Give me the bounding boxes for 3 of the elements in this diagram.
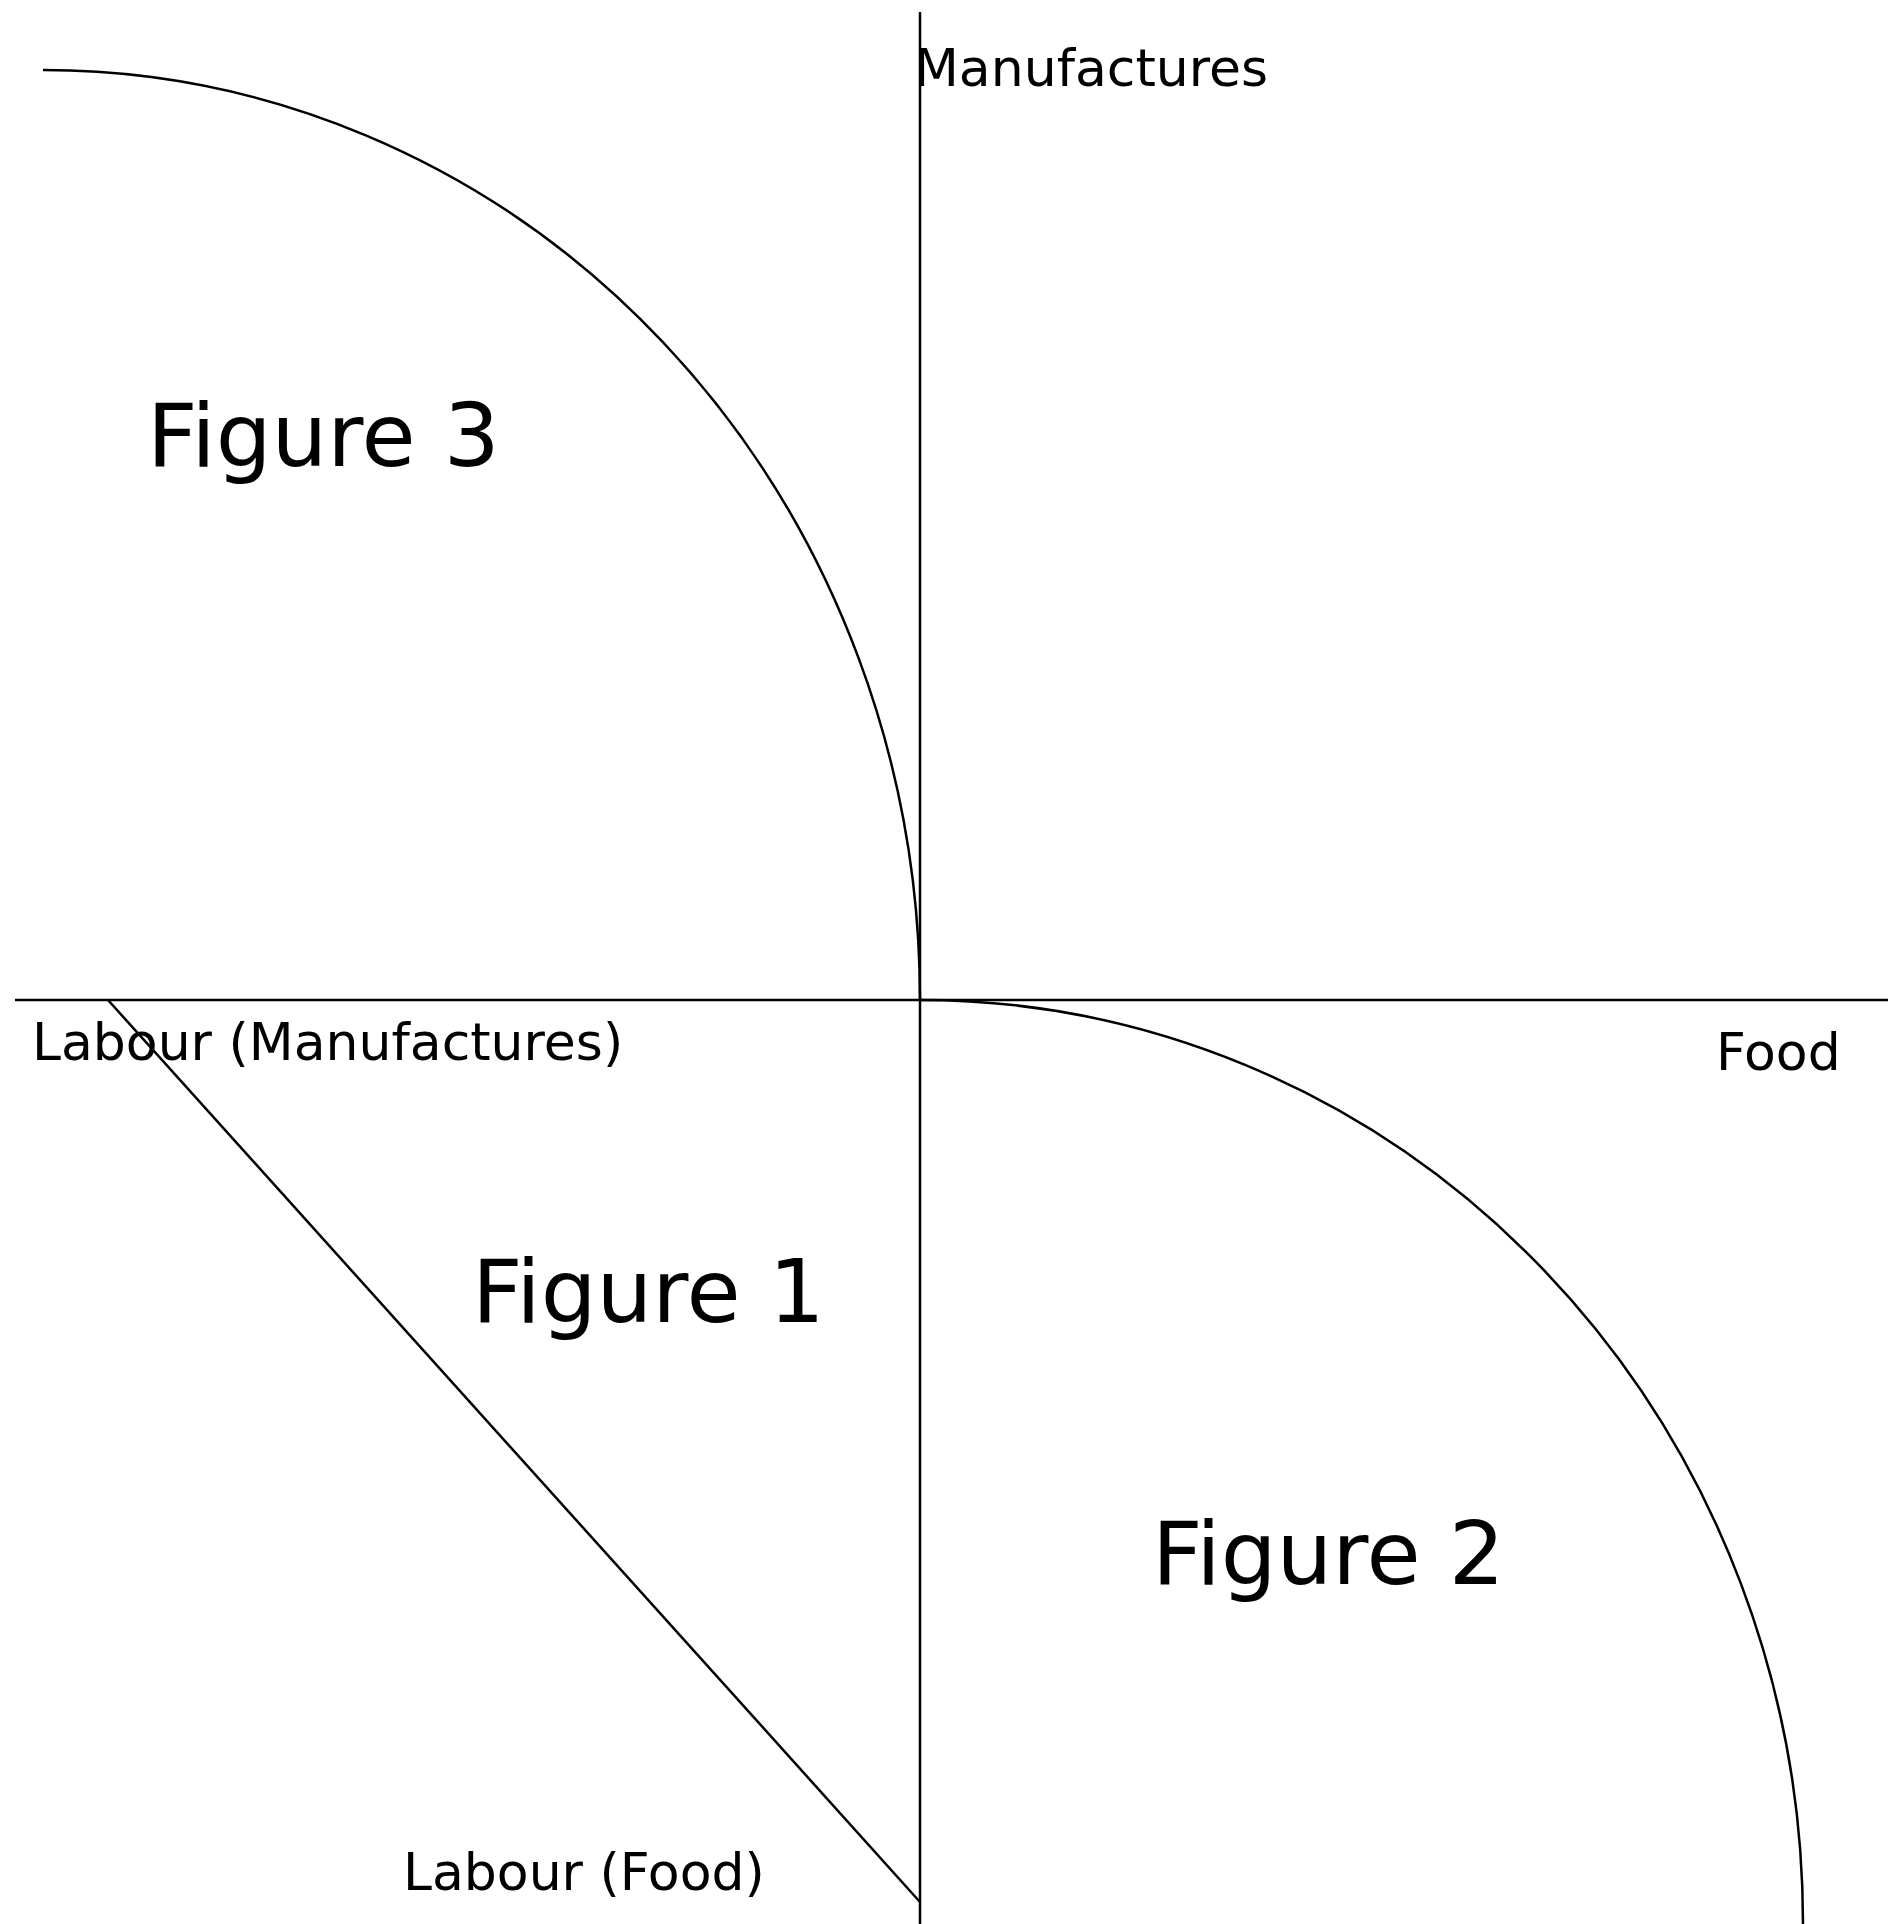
axis-label: Labour (Food): [403, 1846, 765, 1898]
axis-label: Manufactures: [914, 42, 1269, 94]
axis-label: Food: [1716, 1026, 1841, 1078]
